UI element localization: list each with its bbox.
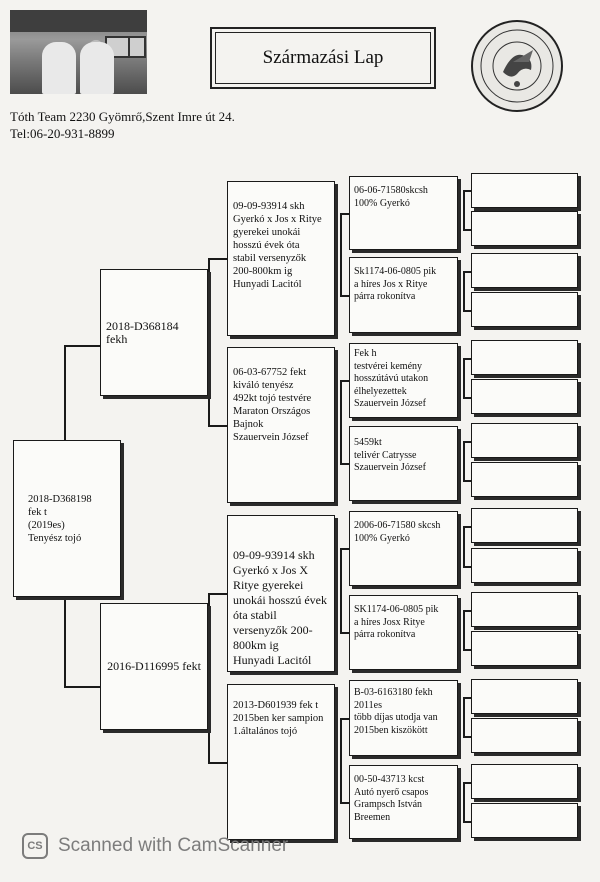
pedigree-gen5-box xyxy=(471,631,578,666)
connector-line xyxy=(340,718,349,720)
address-block: Tóth Team 2230 Gyömrő,Szent Imre út 24. … xyxy=(10,108,235,142)
connector-line xyxy=(340,802,349,804)
connector-line xyxy=(340,295,349,297)
connector-line xyxy=(463,271,471,273)
connector-line xyxy=(340,548,342,632)
connector-line xyxy=(340,380,342,463)
pedigree-dds: B-03-6163180 fekh 2011es több díjas utod… xyxy=(349,680,458,756)
title-box: Származási Lap xyxy=(210,27,436,89)
watermark-text: Scanned with CamScanner xyxy=(58,835,289,856)
connector-line xyxy=(463,441,471,443)
connector-line xyxy=(463,190,471,192)
connector-line xyxy=(208,425,227,427)
connector-line xyxy=(340,548,349,550)
connector-line xyxy=(463,441,465,480)
pedigree-gen5-box xyxy=(471,340,578,375)
connector-line xyxy=(340,718,342,802)
connector-line xyxy=(208,593,227,595)
connector-line xyxy=(463,821,471,823)
connector-line xyxy=(463,190,465,229)
camscanner-icon: CS xyxy=(22,833,48,859)
connector-line xyxy=(64,345,66,440)
pedigree-gen5-box xyxy=(471,548,578,583)
pedigree-gen5-box xyxy=(471,462,578,497)
pedigree-dam-sire: 09-09-93914 skh Gyerkó x Jos X Ritye gye… xyxy=(227,515,335,672)
connector-line xyxy=(463,358,465,397)
pedigree-dss: 2006-06-71580 skcsh 100% Gyerkó xyxy=(349,511,458,586)
pedigree-gen5-box xyxy=(471,679,578,714)
pedigree-ssd: Sk1174-06-0805 pik a híres Jos x Ritye p… xyxy=(349,257,458,333)
connector-line xyxy=(463,566,471,568)
connector-line xyxy=(208,258,227,260)
connector-line xyxy=(463,358,471,360)
page-title: Származási Lap xyxy=(215,32,431,84)
connector-line xyxy=(463,229,471,231)
connector-line xyxy=(463,271,465,310)
connector-line xyxy=(340,213,349,215)
connector-line xyxy=(64,686,100,688)
connector-line xyxy=(340,632,349,634)
connector-line xyxy=(463,310,471,312)
connector-line xyxy=(463,610,471,612)
connector-line xyxy=(463,697,471,699)
connector-line xyxy=(340,380,349,382)
connector-line xyxy=(463,480,471,482)
pedigree-sds: Fek h testvérei kemény hosszútávú utakon… xyxy=(349,343,458,418)
pedigree-gen5-box xyxy=(471,764,578,799)
connector-line xyxy=(64,597,66,687)
connector-line xyxy=(463,397,471,399)
pedigree-gen5-box xyxy=(471,292,578,327)
pedigree-gen5-box xyxy=(471,379,578,414)
address-line: Tóth Team 2230 Gyömrő,Szent Imre út 24. xyxy=(10,109,235,124)
pedigree-gen5-box xyxy=(471,211,578,246)
connector-line xyxy=(340,213,342,295)
pedigree-sss: 06-06-71580skcsh 100% Gyerkó xyxy=(349,176,458,250)
pedigree-gen5-box xyxy=(471,803,578,838)
connector-line xyxy=(463,610,465,649)
pedigree-sire-sire: 09-09-93914 skh Gyerkó x Jos x Ritye gye… xyxy=(227,181,335,336)
pedigree-dam-dam: 2013-D601939 fek t 2015ben ker sampion 1… xyxy=(227,684,335,840)
scanner-watermark: CS Scanned with CamScanner xyxy=(22,833,288,859)
pedigree-gen5-box xyxy=(471,423,578,458)
pedigree-subject: 2018-D368198 fek t (2019es) Tenyész tojó xyxy=(13,440,121,597)
pedigree-gen5-box xyxy=(471,592,578,627)
connector-line xyxy=(463,782,465,821)
pedigree-sire: 2018-D368184 fekh xyxy=(100,269,208,396)
club-logo xyxy=(471,20,563,112)
phone-line: Tel:06-20-931-8899 xyxy=(10,126,115,141)
pedigree-sire-dam: 06-03-67752 fekt kiváló tenyész 492kt to… xyxy=(227,347,335,503)
connector-line xyxy=(463,526,471,528)
pedigree-gen5-box xyxy=(471,718,578,753)
pedigree-dsd: SK1174-06-0805 pik a híres Josx Ritye pá… xyxy=(349,595,458,670)
connector-line xyxy=(208,593,210,763)
team-photo xyxy=(10,10,147,94)
connector-line xyxy=(208,762,227,764)
pedigree-ddd: 00-50-43713 kcst Autó nyerő csapos Gramp… xyxy=(349,765,458,839)
pedigree-gen5-box xyxy=(471,508,578,543)
connector-line xyxy=(463,526,465,566)
connector-line xyxy=(208,258,210,426)
connector-line xyxy=(463,782,471,784)
connector-line xyxy=(463,736,471,738)
connector-line xyxy=(463,697,465,736)
connector-line xyxy=(64,345,100,347)
pedigree-gen5-box xyxy=(471,253,578,288)
pedigree-gen5-box xyxy=(471,173,578,208)
connector-line xyxy=(340,463,349,465)
pedigree-dam: 2016-D116995 fekt xyxy=(100,603,208,730)
pedigree-sdd: 5459kt telivér Catrysse Szauervein Józse… xyxy=(349,426,458,501)
connector-line xyxy=(463,649,471,651)
